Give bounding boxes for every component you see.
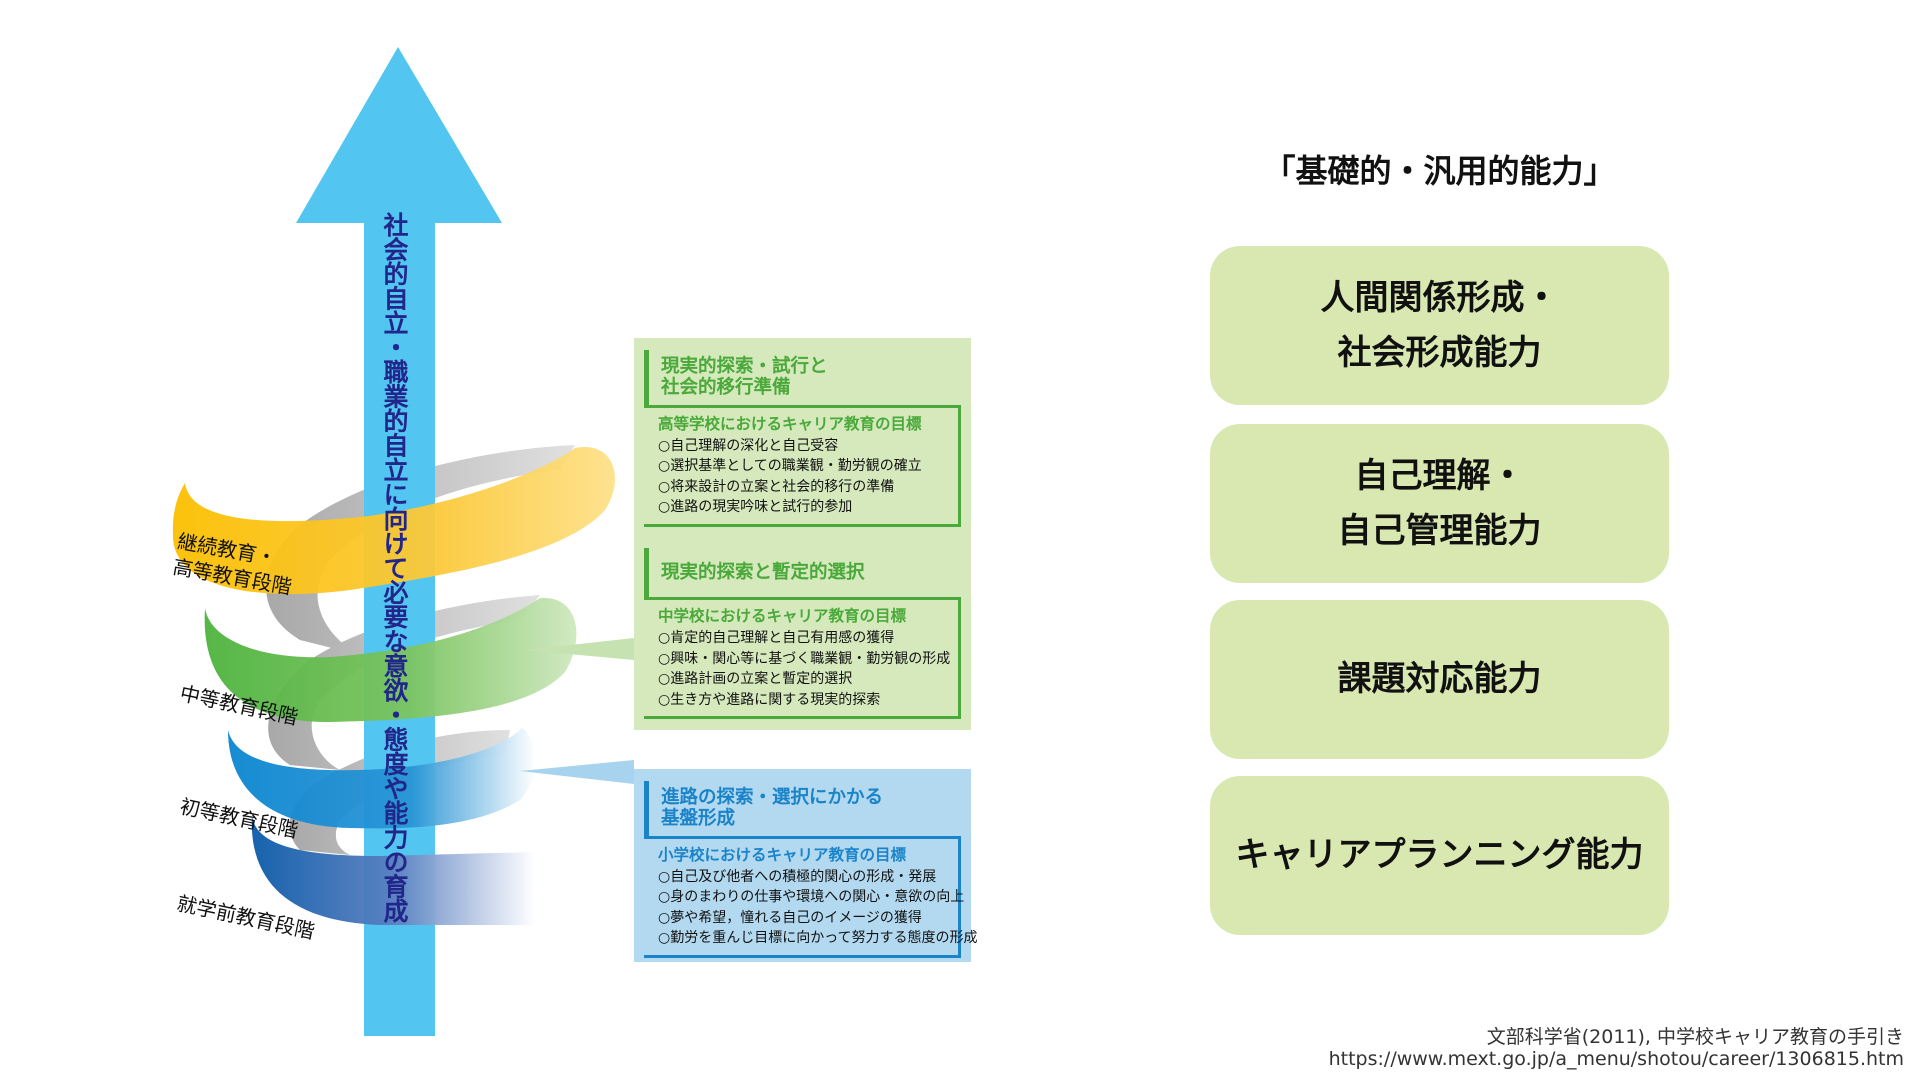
panel-high-middle: 現実的探索・試行と 社会的移行準備 高等学校におけるキャリア教育の目標 ○自己理…	[634, 338, 971, 730]
section-elementary: 進路の探索・選択にかかる 基盤形成 小学校におけるキャリア教育の目標 ○自己及び…	[644, 781, 978, 958]
ability-self-understanding: 自己理解・ 自己管理能力	[1210, 424, 1669, 583]
citation-source: 文部科学省(2011), 中学校キャリア教育の手引き	[1486, 1026, 1904, 1048]
callout-primary	[520, 760, 634, 784]
callout-secondary	[525, 638, 634, 660]
goal-item: ○肯定的自己理解と自己有用感の獲得	[658, 630, 895, 647]
arrow-label: 社会的自立・職業的自立に向けて必要な意欲・態度や能力の育成	[380, 212, 409, 923]
goal-item: ○進路計画の立案と暫定的選択	[658, 671, 853, 688]
citation-url: https://www.mext.go.jp/a_menu/shotou/car…	[1328, 1048, 1904, 1070]
goal-item: ○夢や希望，憧れる自己のイメージの獲得	[658, 909, 922, 926]
section-high-school: 現実的探索・試行と 社会的移行準備 高等学校におけるキャリア教育の目標 ○自己理…	[644, 350, 961, 527]
panel-elementary: 進路の探索・選択にかかる 基盤形成 小学校におけるキャリア教育の目標 ○自己及び…	[634, 769, 978, 962]
ribbon-primary	[228, 728, 536, 829]
ribbon-continuing	[172, 446, 615, 595]
section-body: 高等学校におけるキャリア教育の目標 ○自己理解の深化と自己受容 ○選択基準として…	[644, 404, 961, 527]
section-subtitle: 小学校におけるキャリア教育の目標	[658, 845, 907, 864]
section-title: 進路の探索・選択にかかる 基盤形成	[644, 781, 961, 836]
abilities-heading: 「基礎的・汎用的能力」	[1263, 152, 1616, 190]
goal-item: ○身のまわりの仕事や環境への関心・意欲の向上	[658, 889, 965, 906]
goal-item: ○自己及び他者への積極的関心の形成・発展	[658, 868, 937, 885]
goal-item: ○選択基準としての職業観・勤労観の確立	[658, 458, 922, 475]
section-body: 中学校におけるキャリア教育の目標 ○肯定的自己理解と自己有用感の獲得 ○興味・関…	[644, 597, 961, 720]
goal-item: ○興味・関心等に基づく職業観・勤労観の形成	[658, 650, 951, 667]
ability-career-planning: キャリアプランニング能力	[1210, 776, 1669, 935]
goal-item: ○進路の現実吟味と試行的参加	[658, 499, 853, 516]
section-middle-school: 現実的探索と暫定的選択 中学校におけるキャリア教育の目標 ○肯定的自己理解と自己…	[644, 548, 961, 720]
goal-item: ○生き方や進路に関する現実的探索	[658, 691, 881, 708]
section-title: 現実的探索と暫定的選択	[644, 548, 961, 598]
ability-problem-solving: 課題対応能力	[1210, 600, 1669, 759]
ribbon-secondary	[204, 597, 577, 722]
goal-item: ○自己理解の深化と自己受容	[658, 437, 839, 454]
goal-item: ○将来設計の立案と社会的移行の準備	[658, 478, 895, 495]
ribbon-preschool	[251, 815, 535, 925]
section-body: 小学校におけるキャリア教育の目標 ○自己及び他者への積極的関心の形成・発展 ○身…	[644, 835, 978, 958]
section-title: 現実的探索・試行と 社会的移行準備	[644, 350, 961, 405]
goal-item: ○勤労を重んじ目標に向かって努力する態度の形成	[658, 930, 978, 947]
section-subtitle: 高等学校におけるキャリア教育の目標	[658, 414, 922, 433]
ability-human-relations: 人間関係形成・ 社会形成能力	[1210, 246, 1669, 405]
section-subtitle: 中学校におけるキャリア教育の目標	[658, 607, 907, 626]
